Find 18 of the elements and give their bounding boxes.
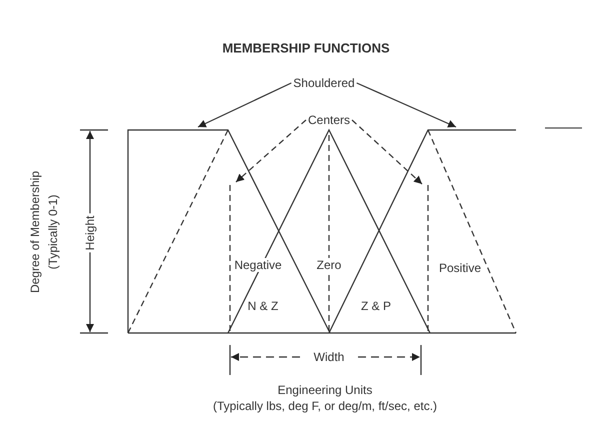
callout-label: Shouldered (291, 76, 357, 90)
leader-line (236, 120, 306, 182)
axis-label: Engineering Units (278, 384, 372, 396)
title: MEMBERSHIP FUNCTIONS (222, 42, 390, 54)
axis-label: (Typically 0-1) (47, 194, 59, 270)
curve-label: Zero (314, 258, 344, 272)
axis-label: Degree of Membership (29, 170, 41, 294)
leader-line (356, 82, 456, 128)
overlap-label: N & Z (248, 300, 278, 312)
dimension-label: Height (84, 214, 96, 252)
curve-label: Negative (232, 258, 284, 272)
axis-label: (Typically lbs, deg F, or deg/m, ft/sec, etc.) (212, 400, 438, 412)
dimension-label: Width (312, 351, 346, 363)
curve-label: Positive (436, 261, 484, 275)
leader-line (198, 82, 292, 128)
leader-line (352, 120, 422, 184)
callout-label: Centers (306, 113, 352, 127)
overlap-label: Z & P (361, 300, 391, 312)
